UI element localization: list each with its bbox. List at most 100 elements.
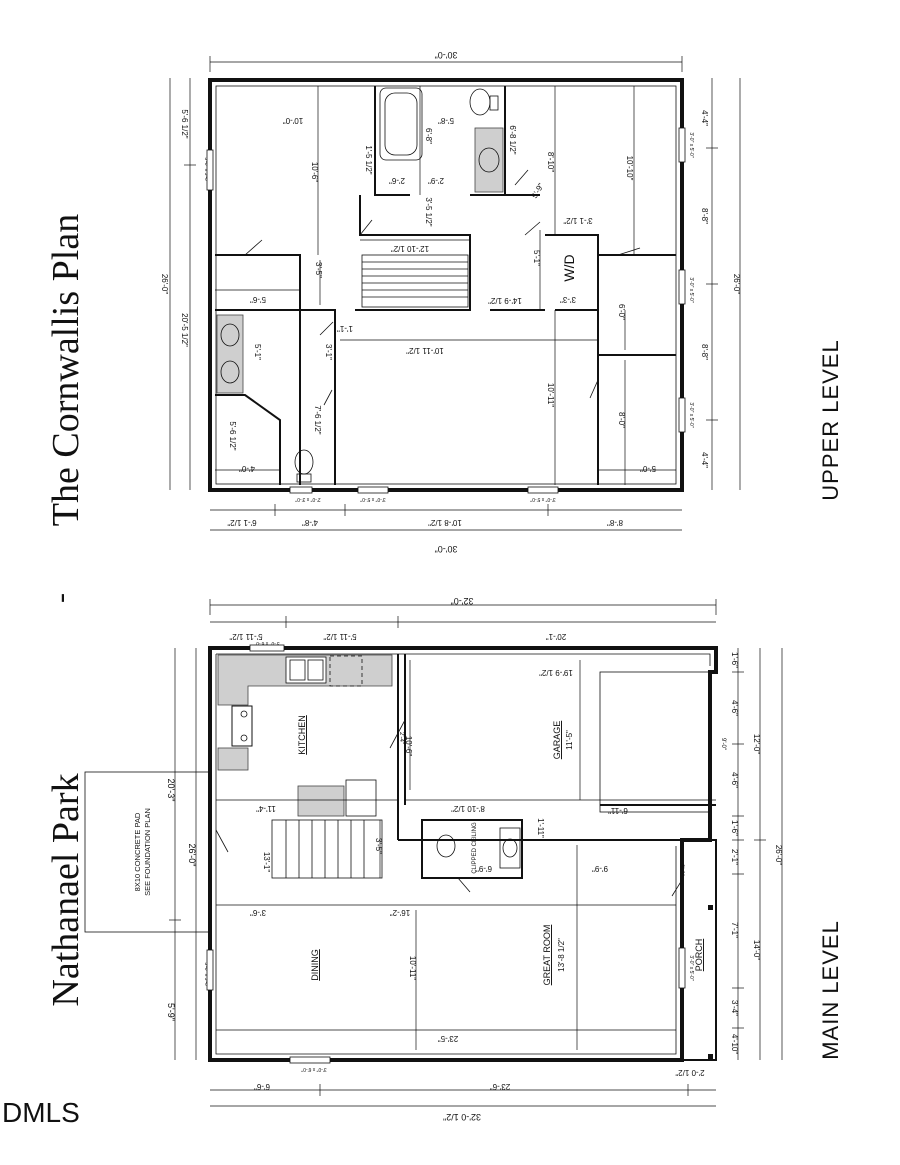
room-label-great-room: GREAT ROOM: [542, 925, 552, 986]
upper-dim-label: 10'-6": [310, 162, 319, 183]
upper-dim-label: 10'-11": [546, 383, 555, 407]
main-level-plan: 32'-0" 5'-11 1/2" 5'-11 1/2" 20'-1" 6'-6…: [84, 596, 783, 1122]
upper-dim-label: 5'-9": [530, 181, 546, 199]
main-dim-label: 10'-11": [408, 956, 417, 980]
main-bottom-seg-2: 23'-6": [490, 1082, 511, 1091]
upper-level-plan: 30'-0" 30'-0" 6'-1 1/2" 4'-8" 10'-8 1/2"…: [160, 50, 741, 554]
main-dim-right: 26'-0": [774, 845, 783, 866]
upper-dim-label: 5'-6 1/2": [228, 421, 237, 450]
upper-bottom-seg-3: 10'-8 1/2": [428, 518, 462, 527]
garage-parking-outline: [599, 671, 711, 813]
main-stairs: [271, 819, 383, 879]
sheet-title: Nathanael Park - The Cornwallis Plan: [44, 214, 87, 1007]
kitchen-sink: [285, 656, 327, 684]
room-label-porch: PORCH: [694, 939, 704, 972]
clipped-ceiling-label: CLIPPED CEILING: [472, 822, 478, 874]
main-right-seg-4: 1'-6": [730, 820, 739, 836]
main-dim-label: 2'-4": [398, 732, 404, 744]
room-label-kitchen: KITCHEN: [297, 715, 307, 755]
upper-dim-label: 10'-0": [283, 116, 304, 125]
upper-dim-label: 5'-8": [438, 116, 454, 125]
upper-stair-treads: [362, 261, 468, 298]
window-label: 3'-0" x 5'-0": [688, 955, 694, 980]
window-label: 3'-0" x 5'-0": [688, 132, 694, 157]
upper-toilet-2: [294, 449, 314, 475]
upper-dim-label: 3'-3": [560, 295, 576, 304]
upper-dim-label: 5'-6": [250, 295, 266, 304]
upper-dim-label: 6'-0": [617, 304, 626, 320]
main-dim-top: 32'-0": [451, 596, 474, 606]
upper-dim-label: 8'-0": [617, 412, 626, 428]
upper-dim-label: 5'-1": [532, 250, 541, 266]
upper-bathtub: [379, 87, 423, 161]
upper-dim-label: 10'-10": [625, 156, 634, 181]
main-right-seg-5: 2'-1": [730, 849, 739, 865]
upper-bottom-seg-2: 4'-8": [302, 518, 318, 527]
main-dim-bottom: 32'-0 1/2": [443, 1112, 481, 1122]
upper-window-labels: 3'-0" x 5'-0" 3'-0" x 5'-0" 3'-0" x 5'-0…: [203, 132, 694, 502]
subdivision-name: Nathanael Park: [45, 773, 87, 1006]
main-right-seg-1: 1'-6": [730, 652, 739, 668]
main-dim-label: 6'-9": [476, 864, 492, 873]
upper-left-seg-2: 20'-5 1/2": [180, 313, 189, 347]
window-label: 3'-0" x 6'-0": [301, 1066, 326, 1072]
main-top-seg-2: 5'-11 1/2": [323, 632, 356, 641]
upper-right-seg-1: 4'-4": [700, 110, 709, 126]
upper-right-seg-4: 4'-4": [700, 452, 709, 468]
plan-name: The Cornwallis Plan: [45, 214, 87, 526]
upper-dim-left: 26'-0": [160, 274, 169, 295]
upper-dim-label: 3'-1 1/2": [563, 216, 592, 225]
laundry-label: W/D: [561, 254, 577, 281]
upper-dim-label: 3'-5": [314, 262, 323, 278]
upper-left-seg-1: 5'-6 1/2": [180, 109, 189, 138]
upper-dim-right: 26'-0": [732, 274, 741, 295]
main-dim-label: 16'-2": [390, 908, 411, 917]
kitchen-island: [297, 785, 345, 817]
great-room-size: 13'-8 1/2": [557, 938, 566, 972]
upper-dim-label: 1'-5 1/2": [364, 145, 373, 174]
upper-bottom-seg-4: 8'-8": [607, 518, 623, 527]
fridge: [345, 779, 377, 817]
upper-dim-top: 30'-0": [435, 50, 458, 60]
upper-dim-label: 1'-1": [337, 324, 353, 333]
upper-dim-label: 4'-0": [239, 464, 255, 473]
main-dim-label: 13'-1": [262, 852, 271, 873]
upper-stairs: [361, 254, 469, 308]
upper-dim-label: 7'-6 1/2": [313, 405, 322, 434]
upper-dim-label: 3'-5 1/2": [424, 197, 433, 226]
range: [231, 705, 253, 747]
main-dim-label: 3'-5": [374, 838, 383, 854]
main-dim-label: 6'-11": [608, 806, 628, 815]
window-label: 3'-0" x 5'-0": [360, 496, 385, 502]
main-window-labels: 3'-0" x 5'-0" 3'-0" x 5'-0" 3'-0" x 6'-0…: [203, 640, 694, 1072]
window-label: 3'-0" x 5'-0": [203, 157, 209, 182]
main-dim-label: 23'-5": [438, 1034, 459, 1043]
main-dim-label: 11'-4": [256, 804, 276, 813]
room-label-garage: GARAGE: [552, 721, 562, 760]
main-level-label: MAIN LEVEL: [818, 920, 843, 1060]
dmls-watermark: DMLS: [2, 1097, 80, 1128]
upper-right-seg-2: 8'-8": [700, 208, 709, 224]
upper-dim-label: 6'-8 1/2": [508, 125, 517, 154]
concrete-pad-label-2: SEE FOUNDATION PLAN: [143, 808, 152, 896]
upper-dim-label: 10'-11 1/2": [406, 346, 444, 355]
upper-dim-label: 2'-9": [428, 176, 444, 185]
main-stair-treads: [285, 820, 365, 878]
main-right-total-1: 12'-0": [752, 734, 761, 755]
window-label: 3'-0" x 5'-0": [203, 962, 209, 987]
room-label-dining: DINING: [310, 949, 320, 981]
main-dim-label: 19'-9 1/2": [539, 668, 573, 677]
main-top-seg-3: 20'-1": [546, 632, 567, 641]
main-right-seg-2: 4'-6": [730, 700, 739, 716]
main-right-total-2: 14'-0": [752, 940, 761, 961]
dishwasher: [329, 655, 363, 687]
window-label: 2'-0" x 3'-0": [295, 496, 320, 502]
upper-dim-label: 2'-6": [389, 176, 405, 185]
upper-double-vanity: [216, 314, 244, 394]
upper-dim-label: 8'-10": [546, 152, 555, 173]
upper-dim-label: 5'-0": [640, 464, 656, 473]
main-dim-label: 3'-0": [678, 864, 684, 876]
main-bottom-seg-3: 2'-0 1/2": [675, 1068, 704, 1077]
upper-vanity: [474, 127, 504, 193]
